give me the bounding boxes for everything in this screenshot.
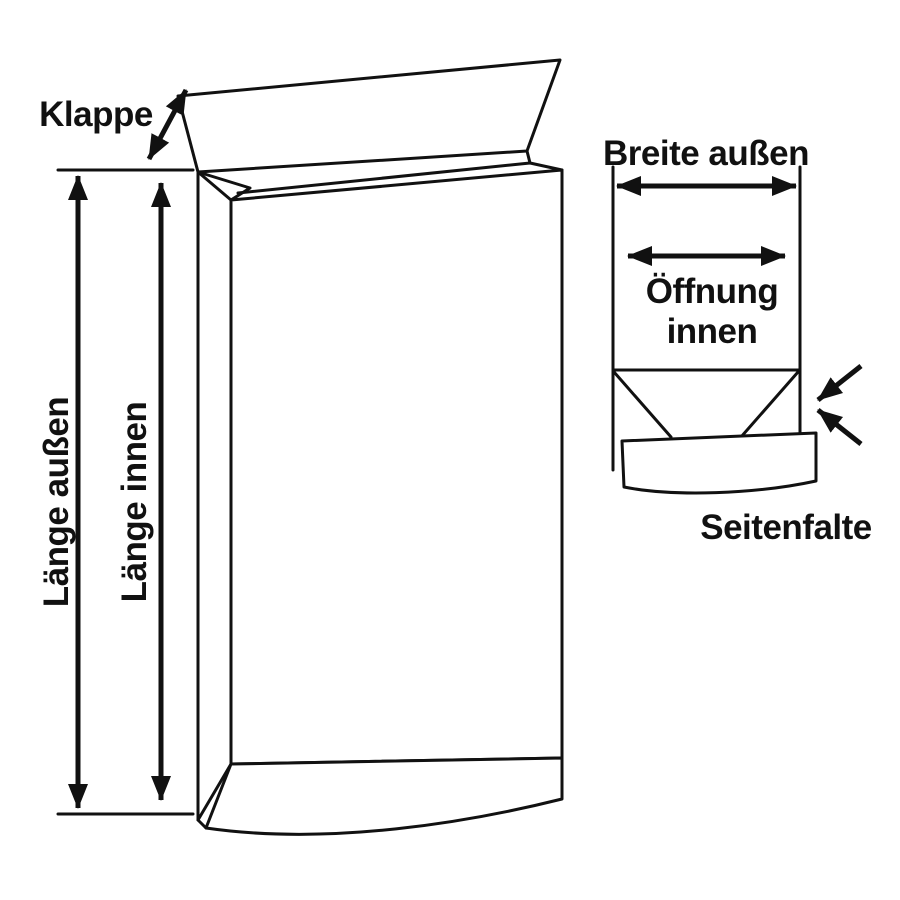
width-dimensions [611, 165, 802, 472]
label-oeffnung: Öffnung [646, 272, 779, 311]
gusset-front-band [620, 431, 818, 495]
envelope-flap [176, 58, 562, 174]
envelope-bottom-fold [204, 756, 564, 836]
klappe-arrow [146, 88, 189, 161]
envelope-bottom-left-crease [196, 818, 208, 830]
envelope-side-panel [196, 170, 233, 822]
gusset-left-fold-line [612, 370, 673, 439]
gusset-cross-section [611, 364, 863, 495]
seitenfalte-arrow-lower [816, 408, 863, 446]
labels: Klappe Länge außen Länge innen Breite au… [37, 95, 872, 607]
seitenfalte-arrow-upper [816, 364, 863, 402]
label-oeffnung-innen: innen [667, 312, 758, 351]
envelope-opening-left-crease [196, 170, 252, 202]
label-seitenfalte: Seitenfalte [700, 508, 872, 547]
label-laenge-aussen: Länge außen [37, 397, 76, 607]
label-laenge-innen: Länge innen [115, 402, 154, 603]
label-klappe: Klappe [39, 95, 153, 134]
label-breite-aussen: Breite außen [603, 134, 809, 173]
envelope-front-panel [229, 168, 564, 766]
length-dimensions [56, 88, 195, 816]
envelope-opening-back-edge [236, 149, 564, 195]
envelope-drawing [176, 58, 564, 836]
gusset-right-fold-line [739, 370, 800, 439]
